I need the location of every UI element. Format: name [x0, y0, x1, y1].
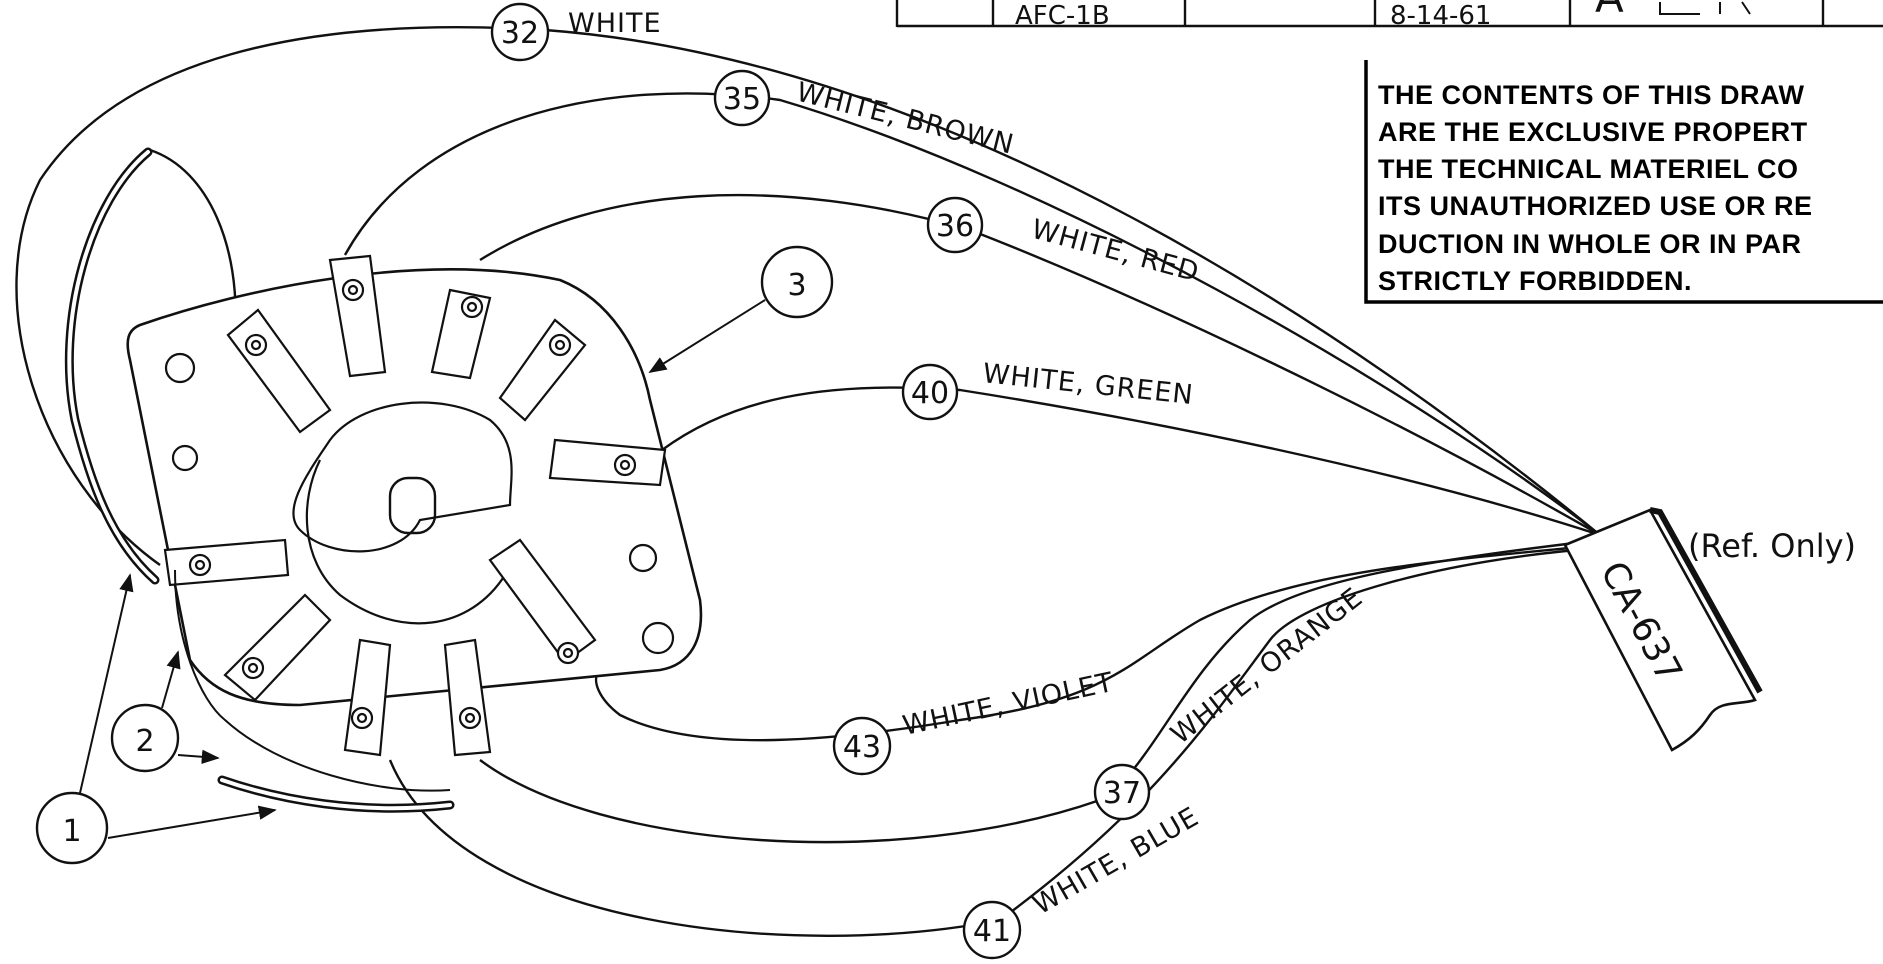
- wire-number-32: 32: [501, 16, 539, 51]
- notice-line-3: THE TECHNICAL MATERIEL CO: [1378, 154, 1799, 184]
- wire-number-37: 37: [1103, 776, 1141, 811]
- wire-41: [388, 546, 1601, 937]
- wire-tag-40: 40 WHITE, GREEN: [901, 358, 1195, 421]
- wire-color-32: WHITE: [568, 8, 662, 39]
- callout-2-label: 2: [135, 724, 154, 759]
- wire-36: [479, 193, 1601, 537]
- wire-37: [479, 538, 1601, 844]
- wire-number-41: 41: [973, 914, 1011, 949]
- callout-1-label: 1: [62, 814, 81, 849]
- notice-line-2: ARE THE EXCLUSIVE PROPERT: [1378, 117, 1808, 147]
- wire-tag-41: 41 WHITE, BLUE: [962, 801, 1204, 960]
- callout-item-2: 2: [110, 650, 220, 773]
- title-block: AFC-1B 8-14-61 A: [895, 0, 1883, 31]
- wire-number-43: 43: [843, 730, 881, 765]
- wire-number-40: 40: [911, 376, 949, 411]
- notice-line-6: STRICTLY FORBIDDEN.: [1378, 266, 1692, 296]
- wire-tag-32: 32 WHITE: [490, 2, 662, 62]
- wire-40: [661, 386, 1601, 537]
- callout-item-1: 1: [35, 573, 277, 865]
- wire-color-35: WHITE, BROWN: [793, 77, 1017, 161]
- notice-line-5: DUCTION IN WHOLE OR IN PAR: [1378, 229, 1801, 259]
- wire-number-36: 36: [936, 209, 974, 244]
- wire-color-37: WHITE, ORANGE: [1165, 582, 1369, 751]
- wire-43: [594, 543, 1601, 742]
- wire-35: [343, 92, 1601, 536]
- notice-line-4: ITS UNAUTHORIZED USE OR RE: [1378, 191, 1813, 221]
- wire-color-40: WHITE, GREEN: [981, 358, 1195, 411]
- callout-3-label: 3: [787, 268, 806, 303]
- wire-32: [15, 26, 1601, 566]
- wire-color-43: WHITE, VIOLET: [900, 667, 1117, 742]
- cable-ca-637: CA-637 (Ref. Only): [1563, 507, 1856, 752]
- title-part-number: AFC-1B: [1015, 1, 1110, 31]
- item-callouts: 3 2 1: [35, 245, 834, 865]
- rotary-switch: [126, 254, 703, 757]
- wire-tag-43: 43 WHITE, VIOLET: [832, 667, 1117, 776]
- wire-color-36: WHITE, RED: [1028, 214, 1202, 289]
- wire-bundle: [15, 26, 1601, 937]
- cable-ref-note: (Ref. Only): [1688, 527, 1856, 565]
- wire-tag-35: 35 WHITE, BROWN: [713, 69, 1017, 161]
- insulator-strips: [64, 147, 455, 813]
- wire-number-35: 35: [723, 82, 761, 117]
- title-revision-letter: A: [1595, 0, 1624, 22]
- notice-line-1: THE CONTENTS OF THIS DRAW: [1378, 80, 1805, 110]
- title-date: 8-14-61: [1390, 1, 1491, 31]
- switch-plate: [126, 268, 703, 707]
- callout-item-3: 3: [648, 245, 834, 373]
- wire-tag-37: 37 WHITE, ORANGE: [1093, 582, 1369, 821]
- proprietary-notice: THE CONTENTS OF THIS DRAW ARE THE EXCLUS…: [1364, 60, 1883, 304]
